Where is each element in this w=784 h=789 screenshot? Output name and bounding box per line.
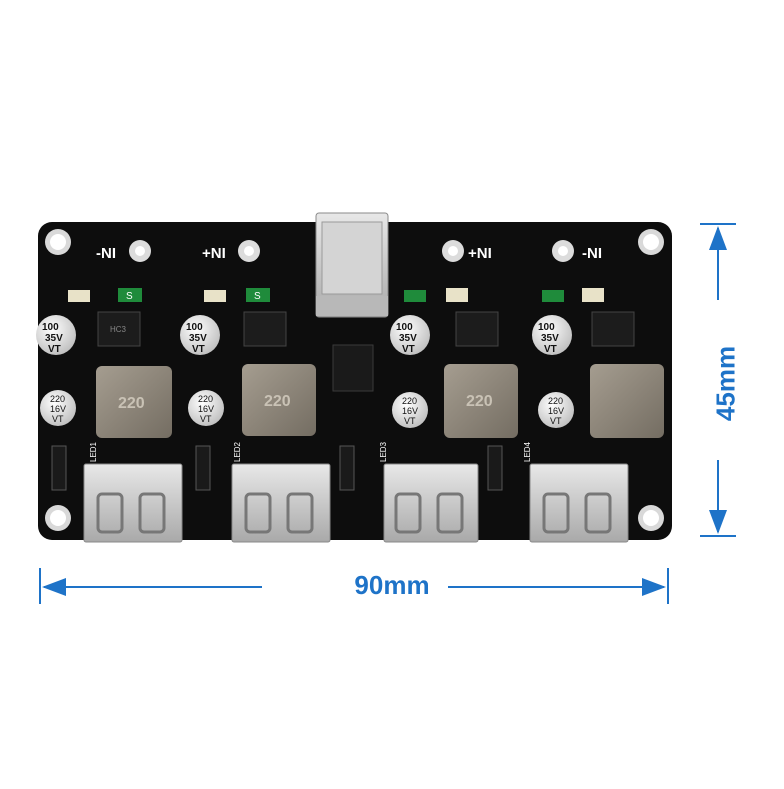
channel-4: 100 35V VT 220 16V VT [532, 288, 664, 438]
svg-text:S: S [254, 291, 261, 302]
usb-a-port [231, 463, 331, 543]
pin-label: -NI [582, 245, 602, 262]
height-label: 45mm [710, 345, 741, 422]
svg-text:VT: VT [192, 344, 205, 355]
channel-2: S 100 35V VT 220 220 16V VT [180, 288, 316, 436]
usb-a-port [383, 463, 479, 543]
led-label: LED3 [379, 441, 388, 462]
svg-text:220: 220 [402, 396, 417, 406]
svg-text:220: 220 [198, 394, 213, 404]
mounting-holes [45, 229, 664, 531]
usb-b-connector [315, 212, 389, 318]
svg-text:VT: VT [550, 416, 562, 426]
svg-text:VT: VT [544, 344, 557, 355]
usb-a-port [83, 463, 183, 543]
center-chip [332, 344, 374, 392]
svg-text:16V: 16V [198, 404, 214, 414]
svg-text:220: 220 [264, 393, 291, 410]
svg-text:16V: 16V [402, 406, 418, 416]
svg-text:220: 220 [548, 396, 563, 406]
svg-text:VT: VT [52, 414, 64, 424]
svg-text:HC3: HC3 [110, 325, 127, 334]
usb-a-port [529, 463, 629, 543]
smd-diodes [51, 445, 503, 491]
svg-text:VT: VT [200, 414, 212, 424]
svg-text:100: 100 [538, 322, 555, 333]
led-label: LED1 [89, 441, 98, 462]
pin-label: -NI [96, 245, 116, 262]
svg-text:100: 100 [186, 322, 203, 333]
svg-text:35V: 35V [189, 333, 207, 344]
channel-3: 100 35V VT 220 220 16V VT [390, 288, 518, 438]
svg-text:35V: 35V [45, 333, 63, 344]
width-label: 90mm [354, 570, 430, 600]
pin-label: +NI [468, 245, 492, 262]
height-dimension [700, 223, 736, 537]
svg-text:100: 100 [42, 322, 59, 333]
led-label: LED2 [233, 441, 242, 462]
svg-text:VT: VT [402, 344, 415, 355]
pin-label: +NI [202, 245, 226, 262]
svg-text:100: 100 [396, 322, 413, 333]
svg-text:VT: VT [48, 344, 61, 355]
svg-text:S: S [126, 291, 133, 302]
svg-text:16V: 16V [548, 406, 564, 416]
svg-text:35V: 35V [541, 333, 559, 344]
width-dimension [39, 568, 669, 604]
svg-text:VT: VT [404, 416, 416, 426]
svg-text:220: 220 [118, 395, 145, 412]
svg-text:220: 220 [50, 394, 65, 404]
led-label: LED4 [523, 441, 532, 462]
svg-text:35V: 35V [399, 333, 417, 344]
svg-text:16V: 16V [50, 404, 66, 414]
svg-text:220: 220 [466, 393, 493, 410]
input-pads [129, 240, 574, 262]
channel-1: S HC3 100 35V VT 220 220 16V VT [36, 288, 172, 438]
